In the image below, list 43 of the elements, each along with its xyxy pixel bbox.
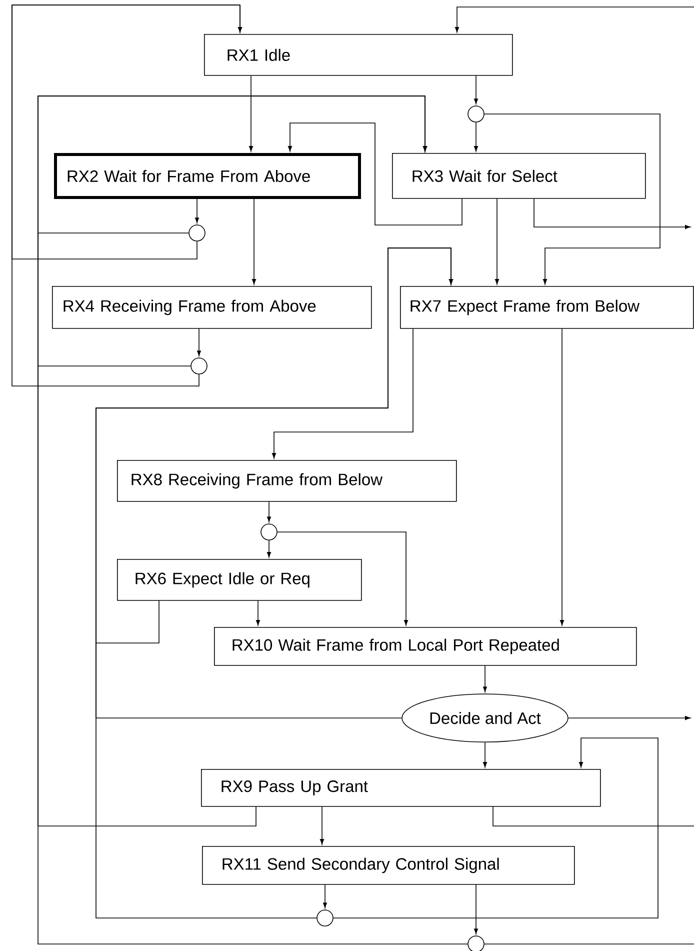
arrow xyxy=(267,540,271,558)
arrow xyxy=(252,198,256,284)
arrow xyxy=(483,665,487,692)
arrow xyxy=(267,501,271,522)
arrow xyxy=(474,122,478,152)
arrow xyxy=(568,716,690,720)
state-box: RX10 Wait Frame from Local Port Repeated xyxy=(214,627,637,666)
arrow xyxy=(195,198,199,224)
arrow xyxy=(455,6,694,32)
arrow xyxy=(320,806,324,844)
arrow xyxy=(197,328,201,356)
arrow xyxy=(256,600,260,626)
state-box: RX8 Receiving Frame from Below xyxy=(117,460,457,502)
junction-circle xyxy=(316,910,334,926)
arrow xyxy=(288,122,462,226)
arrow xyxy=(333,738,658,918)
junction-circle xyxy=(188,224,206,242)
junction-circle xyxy=(260,524,278,540)
state-box: RX11 Send Secondary Control Signal xyxy=(202,846,575,885)
arrow xyxy=(484,114,660,284)
arrow xyxy=(483,742,487,768)
junction-circle xyxy=(190,358,208,374)
arrow xyxy=(495,198,499,284)
state-box: RX1 Idle xyxy=(204,34,513,76)
arrow xyxy=(38,96,468,944)
connector-line xyxy=(492,806,694,826)
arrow xyxy=(560,328,564,626)
arrow xyxy=(12,4,242,386)
arrow xyxy=(249,75,253,152)
arrow xyxy=(277,532,408,626)
state-box: RX6 Expect Idle or Req xyxy=(117,559,362,601)
arrow xyxy=(474,884,478,934)
state-box: RX9 Pass Up Grant xyxy=(201,769,601,807)
state-box: RX7 Expect Frame from Below xyxy=(400,286,694,329)
state-box: RX2 Wait for Frame From Above xyxy=(54,153,361,199)
arrow xyxy=(534,198,690,229)
arrow xyxy=(96,248,453,918)
state-box: RX3 Wait for Select xyxy=(392,153,646,199)
arrow xyxy=(272,328,414,458)
arrow xyxy=(323,884,327,908)
arrow xyxy=(474,75,478,104)
state-box: RX4 Receiving Frame from Above xyxy=(52,286,372,329)
junction-circle xyxy=(468,106,484,122)
